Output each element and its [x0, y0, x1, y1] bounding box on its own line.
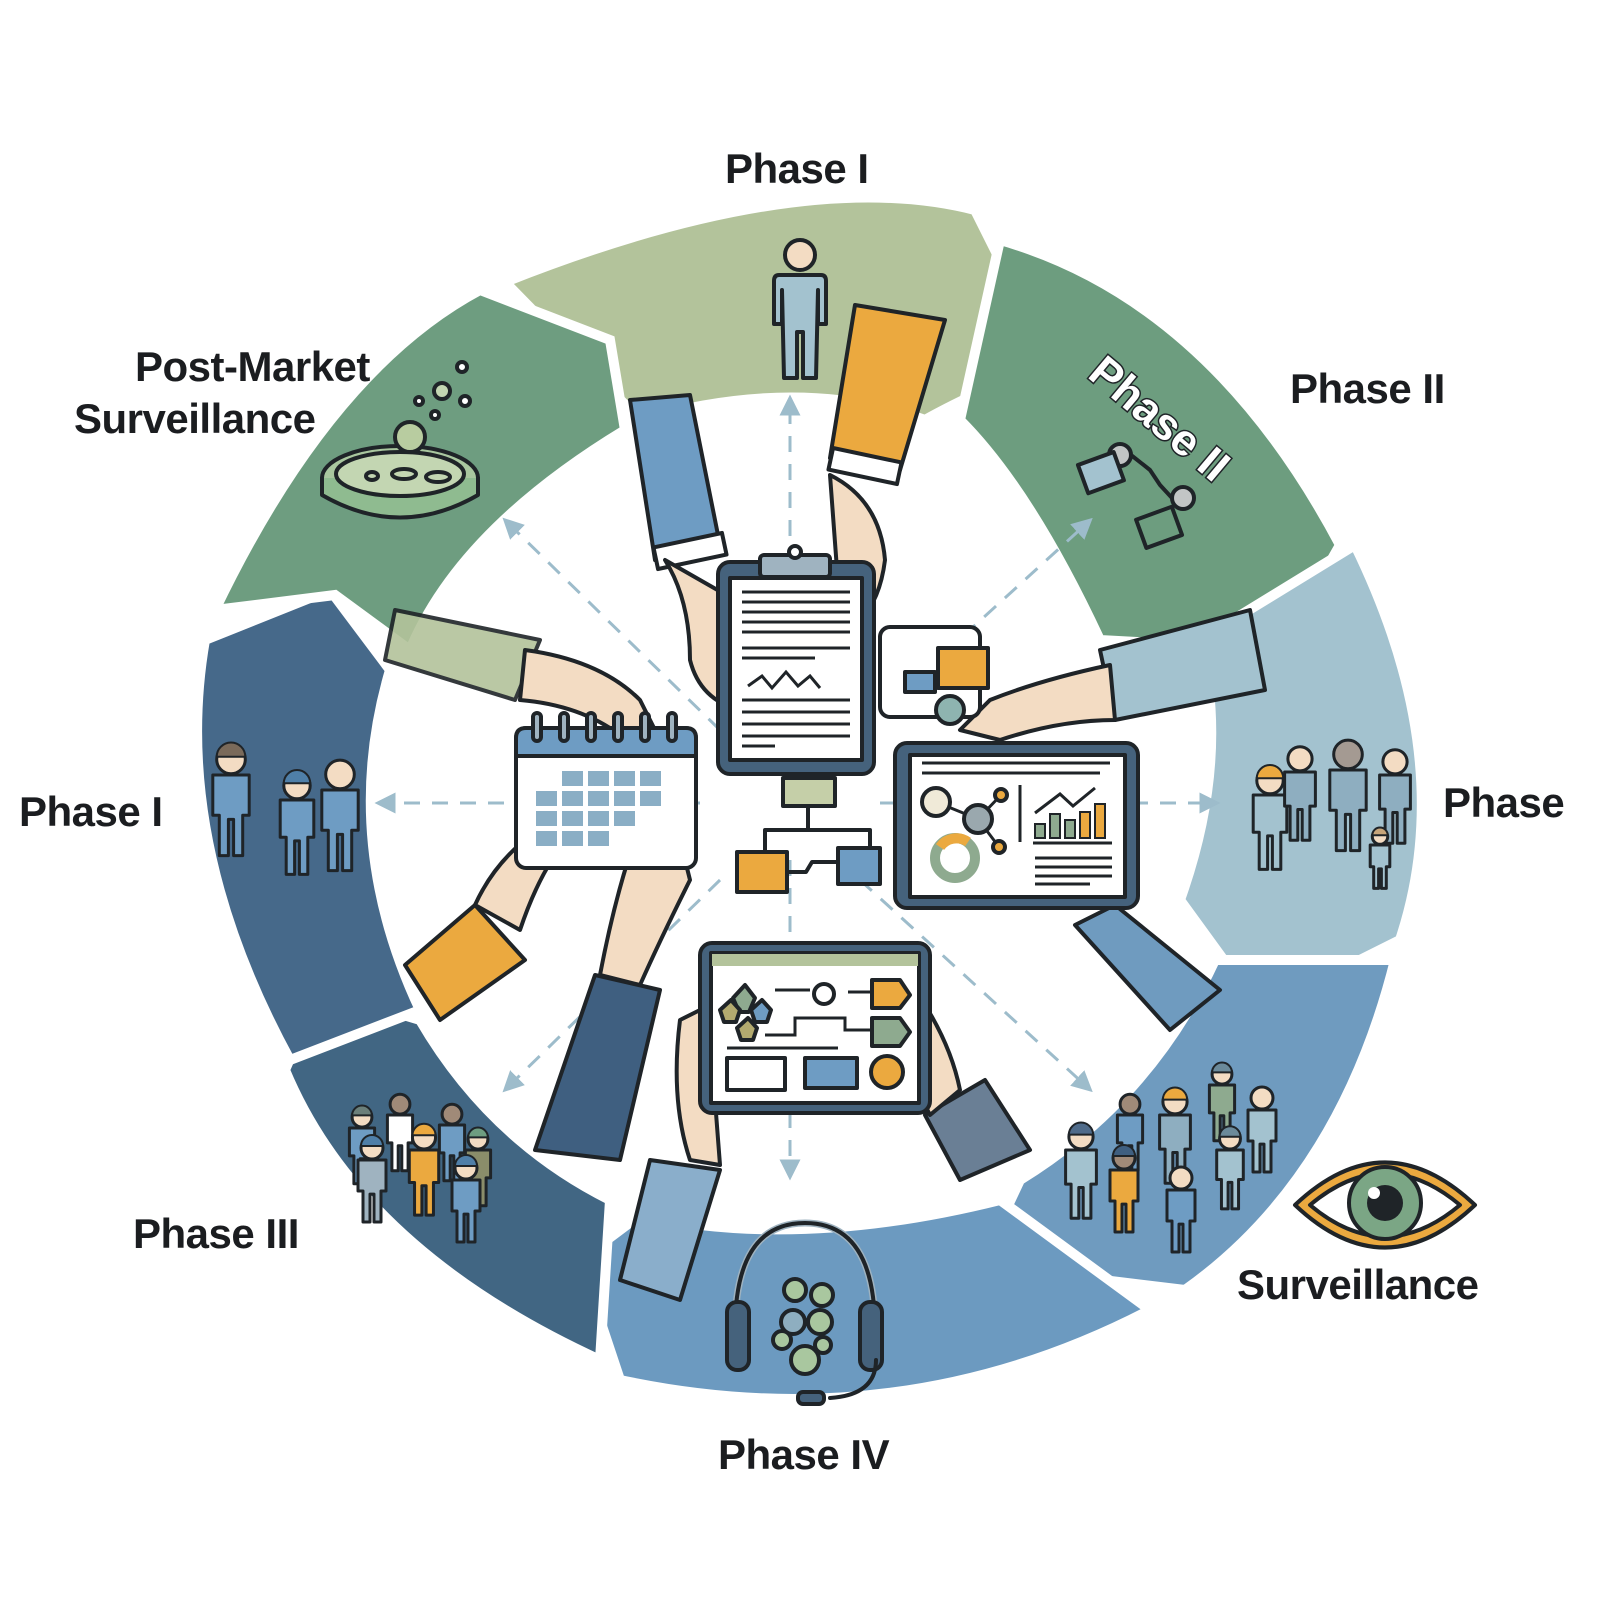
person-figure [450, 1154, 482, 1244]
tablet-bar [1049, 813, 1061, 839]
sleeve-upper-left [383, 608, 542, 702]
group-of-people-icon [1251, 738, 1412, 890]
calendar-cell [588, 771, 609, 786]
calendar-cell [640, 771, 661, 786]
calendar-icon [514, 711, 698, 870]
tablet-bar-chart [1034, 803, 1106, 839]
single-person-icon [772, 238, 828, 380]
person-figure [278, 769, 316, 876]
label-surveillance: Surveillance [1237, 1261, 1479, 1308]
arrow-down-right [858, 878, 1093, 1093]
tablet-bar [1079, 811, 1091, 839]
person-figure [1215, 1125, 1245, 1211]
calendar-cell [536, 831, 557, 846]
tablet-bar [1094, 803, 1106, 839]
label-phase-i-top: Phase I [725, 145, 869, 192]
person-figure [1158, 1086, 1192, 1185]
calendar-cell [562, 771, 583, 786]
label-phase-right: Phase [1443, 779, 1565, 826]
label-post-market-line2: Surveillance [74, 395, 316, 442]
puzzle-icon [878, 625, 990, 726]
crowd-icon-surveillance [1064, 1061, 1278, 1254]
calendar-cell [640, 791, 661, 806]
flowchart-icon [735, 776, 882, 894]
person-figure [1251, 764, 1289, 871]
calendar-cell [614, 811, 635, 826]
person-figure [385, 1092, 415, 1173]
calendar-cell [562, 791, 583, 806]
label-phase-iv: Phase IV [718, 1431, 890, 1478]
calendar-cell [562, 811, 583, 826]
calendar-cell [588, 791, 609, 806]
crowd-icon [347, 1092, 493, 1244]
person-figure [211, 741, 251, 858]
person-figure [1246, 1085, 1278, 1174]
calendar-cell [588, 831, 609, 846]
person-figure [1165, 1165, 1197, 1254]
person-figure [356, 1134, 388, 1224]
eye-icon [1293, 1160, 1477, 1250]
sleeve-bottom-right [923, 1078, 1032, 1182]
person-figure [1108, 1144, 1140, 1234]
segment-phase-ii [954, 233, 1346, 656]
person-figure [1328, 738, 1368, 853]
sleeve-left-lower [403, 903, 527, 1022]
calendar-cell [588, 811, 609, 826]
sleeve-bottom-left [533, 973, 662, 1162]
person-figure [1064, 1121, 1098, 1220]
calendar-cell [536, 811, 557, 826]
tablet-bar [1064, 819, 1076, 839]
label-post-market-line1: Post-Market [135, 343, 370, 390]
label-phase-iii: Phase III [133, 1210, 299, 1257]
label-phase-i-left: Phase I [19, 788, 163, 835]
hand [958, 663, 1117, 742]
arrow-up-left [502, 517, 722, 732]
tablet-chart-icon [893, 741, 1140, 910]
person-figure [320, 758, 360, 873]
petri-dish-icon [320, 360, 480, 520]
calendar-grid [536, 771, 661, 846]
calendar-cell [562, 831, 583, 846]
person-figure [1378, 748, 1412, 845]
small-group-icon [211, 741, 360, 876]
person-figure [1283, 745, 1317, 842]
segment-phase-iv [574, 1194, 1160, 1404]
tablet-bar [1034, 823, 1046, 839]
calendar-cell [536, 791, 557, 806]
calendar-cell [614, 791, 635, 806]
label-phase-ii: Phase II [1290, 365, 1445, 412]
calendar-cell [614, 771, 635, 786]
network-diagram-icon [1075, 442, 1196, 550]
person-figure [1368, 826, 1392, 890]
tablet-workflow-icon [698, 941, 932, 1115]
person-figure [407, 1122, 441, 1217]
arms [383, 303, 1267, 1302]
sleeve-bottom-center [618, 1158, 722, 1302]
cuff [651, 530, 729, 572]
headset-icon [725, 1219, 884, 1406]
sleeve-right-lower [1073, 903, 1222, 1032]
clipboard-icon [716, 544, 876, 776]
cuff [826, 445, 904, 487]
